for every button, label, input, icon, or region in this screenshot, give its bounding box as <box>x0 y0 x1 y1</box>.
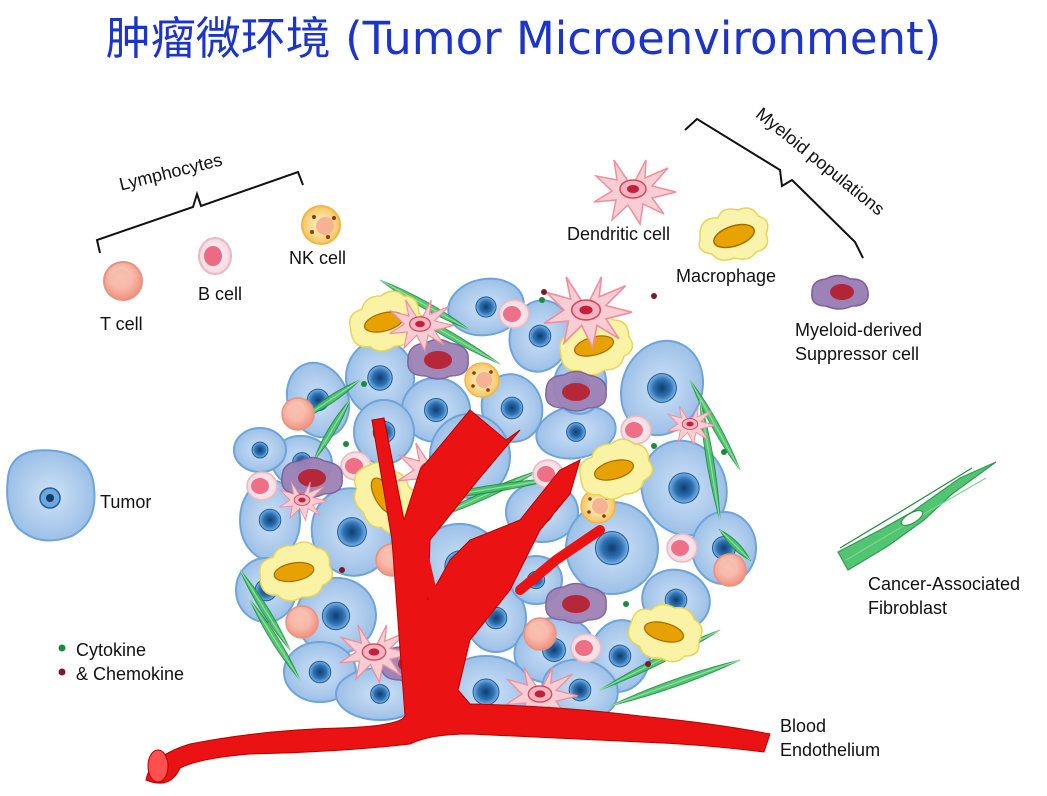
fibroblast-strand <box>609 659 741 707</box>
b-cell-label: B cell <box>198 284 243 304</box>
t-cell-label: T cell <box>100 314 143 334</box>
t-cell-icon <box>103 261 143 301</box>
macrophage <box>627 603 703 663</box>
chemokine-dot <box>651 293 657 299</box>
mdsc-icon <box>811 274 869 310</box>
dendritic-cell <box>389 299 454 354</box>
cytokine-dot <box>651 443 657 449</box>
b-cell <box>246 471 278 501</box>
fibroblast-icon <box>837 461 997 571</box>
fibroblast-strand <box>239 569 291 651</box>
lymphocytes-bracket <box>95 170 304 254</box>
dendritic-cell <box>339 624 412 685</box>
t-cell <box>523 617 557 651</box>
caf-label-line1: Cancer-Associated <box>868 574 1021 594</box>
tumor-cell <box>295 576 377 656</box>
nk-cell-icon <box>301 205 341 245</box>
b-cell <box>570 633 602 663</box>
cytokine-dot <box>539 297 545 303</box>
b-cell <box>620 415 652 445</box>
mdsc-label-line2: Suppressor cell <box>795 344 920 364</box>
blood-label-line2: Endothelium <box>780 740 881 760</box>
tumor-cell <box>640 439 728 537</box>
chemokine-dot <box>541 289 547 295</box>
tumor-cell <box>535 404 617 460</box>
b-cell-icon <box>198 237 232 275</box>
caf-label-line2: Fibroblast <box>868 598 948 618</box>
macrophage <box>579 438 654 500</box>
fibroblast-strand <box>718 528 752 562</box>
tumor-cell <box>239 479 301 561</box>
chemokine-label: & Chemokine <box>76 664 185 684</box>
macrophage <box>259 541 334 602</box>
dendritic-cell-label: Dendritic cell <box>567 224 671 244</box>
mdsc <box>545 582 607 624</box>
b-cell <box>498 299 530 329</box>
mdsc <box>281 456 343 498</box>
cytokine-dot <box>721 449 727 455</box>
macrophage-icon <box>698 207 769 261</box>
tumor-label: Tumor <box>100 492 152 512</box>
cytokine-dot <box>361 381 367 387</box>
tumor-cell <box>233 427 287 473</box>
b-cell <box>666 533 698 563</box>
macrophage <box>349 290 424 352</box>
tumor-cell-icon <box>6 449 96 542</box>
myeloid-bracket <box>684 117 864 259</box>
chemokine-dot <box>58 668 66 676</box>
dendritic-cell-icon <box>593 159 677 227</box>
macrophage-label: Macrophage <box>676 266 777 286</box>
mdsc <box>407 338 469 380</box>
fibroblast-strand <box>313 399 351 461</box>
t-cell <box>713 553 747 587</box>
mdsc <box>545 370 607 412</box>
t-cell <box>281 397 315 431</box>
blood-vessel <box>145 409 771 784</box>
page-title: 肿瘤微环境 (Tumor Microenvironment) <box>105 12 942 65</box>
chemokine-dot <box>339 567 345 573</box>
nk-cell <box>464 362 500 398</box>
blood-label-line1: Blood <box>780 716 827 736</box>
t-cell <box>285 605 319 639</box>
dendritic-cell <box>278 481 328 522</box>
dendritic-cell <box>666 405 716 446</box>
mdsc-label-line1: Myeloid-derived <box>795 320 923 340</box>
cytokine-dot <box>623 601 629 607</box>
fibroblast-strand <box>249 599 301 681</box>
chemokine-dot <box>645 661 651 667</box>
cytokine-label: Cytokine <box>76 640 147 660</box>
cytokine-dot <box>343 441 349 447</box>
tumor-mass <box>233 276 757 729</box>
nk-cell-label: NK cell <box>289 248 347 268</box>
cytokine-dot <box>58 644 66 652</box>
